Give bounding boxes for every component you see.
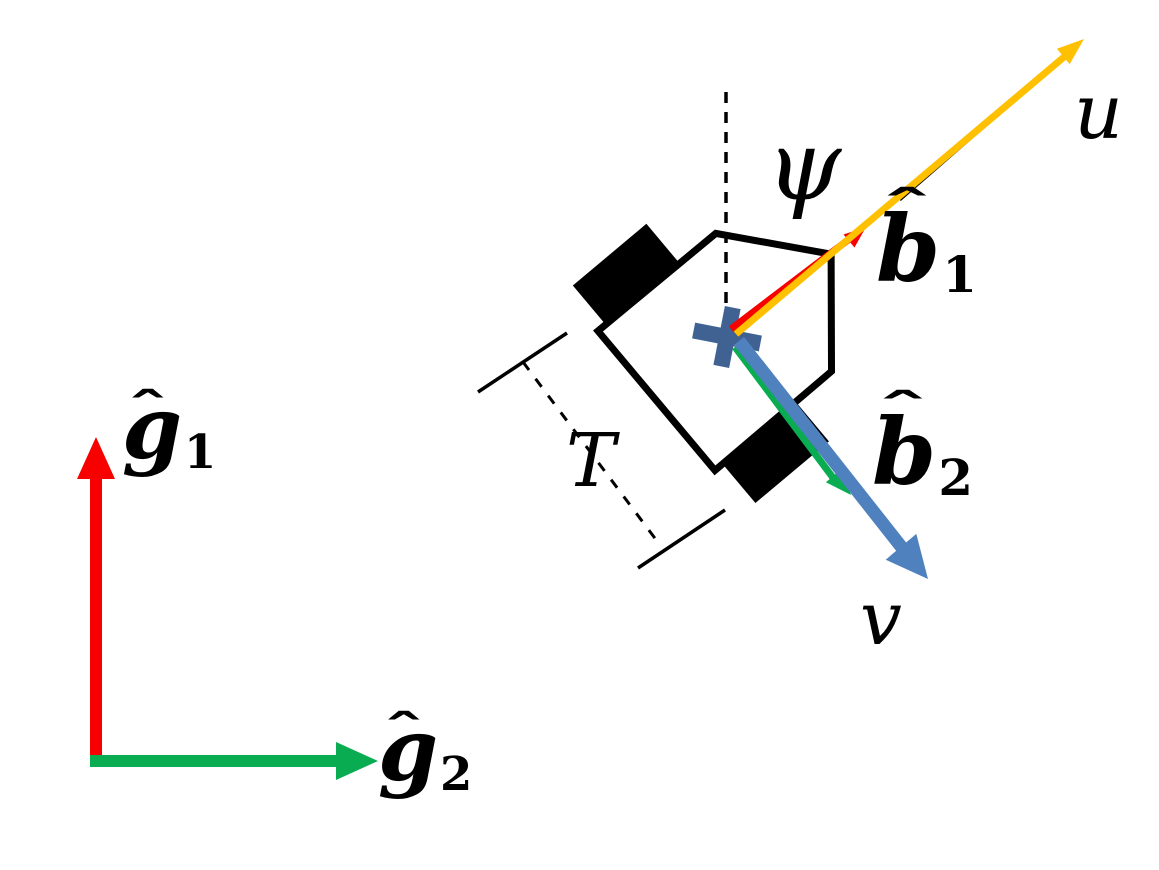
b1-letter: b [876, 195, 941, 303]
g2-subscript: 2 [439, 746, 473, 802]
g1-letter: g [122, 378, 183, 479]
g2-hat-accent: ˆ [382, 705, 426, 761]
u-arrow-head [1056, 39, 1084, 65]
b2-hat-accent: ˆ [876, 383, 930, 440]
b1-hat-accent: ˆ [880, 180, 934, 237]
label-psi: ψ [766, 118, 841, 214]
robot-left-wheel [572, 223, 682, 327]
b2-axis-shaft [732, 344, 837, 482]
label-T: T [566, 424, 615, 498]
v-arrow-shaft [733, 336, 909, 554]
psi-symbol: ψ [766, 110, 842, 222]
label-v: v [860, 582, 902, 656]
T-symbol: T [566, 418, 616, 504]
u-arrow-shaft [733, 54, 1067, 337]
g2-letter: g [378, 700, 439, 801]
label-u: u [1074, 74, 1123, 150]
g2-axis-arrowhead [336, 742, 378, 780]
g1-hat-accent: ˆ [126, 383, 170, 439]
v-symbol: v [860, 576, 902, 662]
v-arrow-head [885, 533, 928, 579]
track-width-dashed-line [521, 361, 662, 546]
g1-subscript: 1 [183, 424, 217, 480]
b2-subscript: 2 [938, 447, 973, 507]
g1-axis-arrowhead [77, 437, 115, 479]
b2-letter: b [872, 398, 937, 506]
u-symbol: u [1074, 67, 1123, 156]
b1-subscript: 1 [942, 244, 977, 304]
track-width-tick-lower [637, 508, 726, 570]
